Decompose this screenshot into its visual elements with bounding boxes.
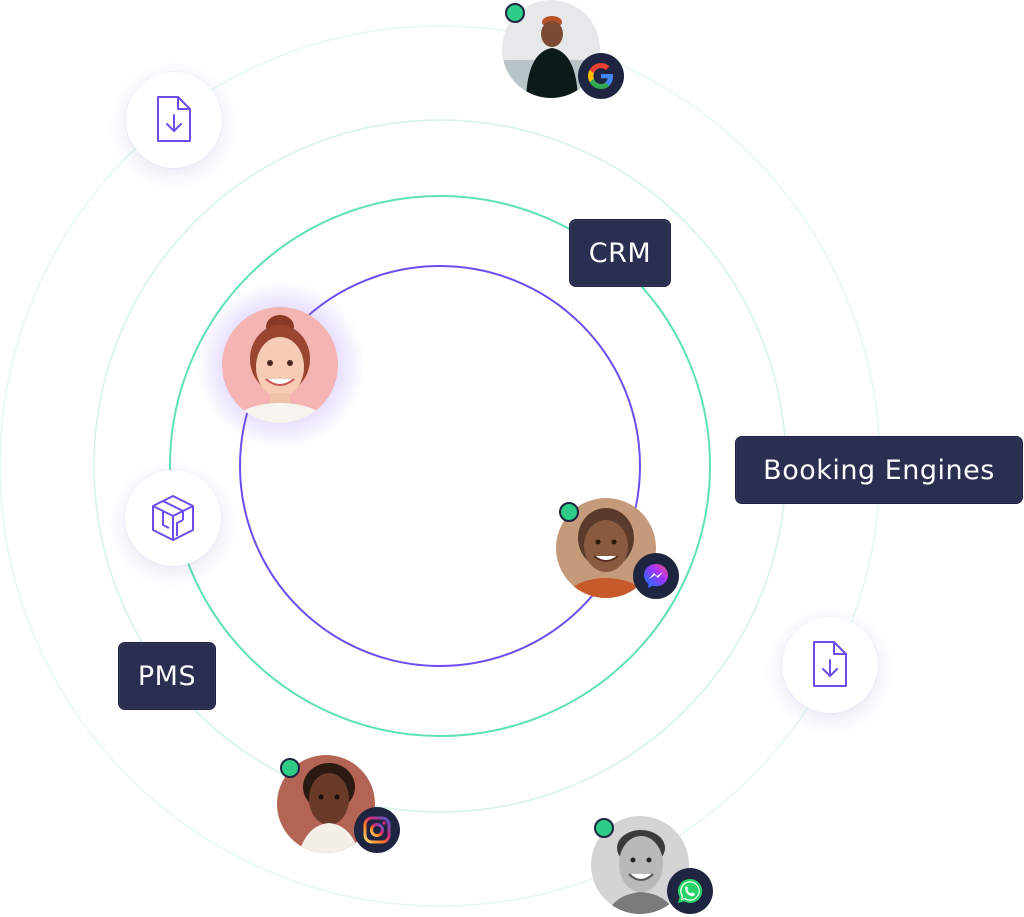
instagram-badge	[354, 807, 400, 853]
online-status-dot	[594, 818, 614, 838]
google-badge	[578, 53, 624, 99]
instagram-icon	[363, 816, 391, 844]
middle-ring	[169, 195, 711, 737]
messenger-icon	[644, 564, 668, 588]
pms-label: PMS	[118, 642, 216, 710]
avatar-woman-center[interactable]	[222, 307, 338, 423]
document-download-icon	[813, 641, 847, 687]
whatsapp-icon	[677, 878, 703, 903]
box-3d-node[interactable]	[125, 470, 221, 566]
messenger-badge	[633, 553, 679, 599]
document-download-icon	[157, 96, 191, 142]
inner-ring	[239, 265, 641, 667]
crm-label: CRM	[569, 219, 671, 287]
online-status-dot	[505, 3, 525, 23]
online-status-dot	[280, 758, 300, 778]
box-3d-icon	[152, 495, 194, 541]
document-download-top[interactable]	[126, 72, 222, 168]
booking-engines-label: Booking Engines	[735, 436, 1023, 504]
online-status-dot	[559, 502, 579, 522]
google-icon	[588, 63, 613, 89]
document-download-bottom[interactable]	[782, 617, 878, 713]
whatsapp-badge	[667, 868, 713, 914]
